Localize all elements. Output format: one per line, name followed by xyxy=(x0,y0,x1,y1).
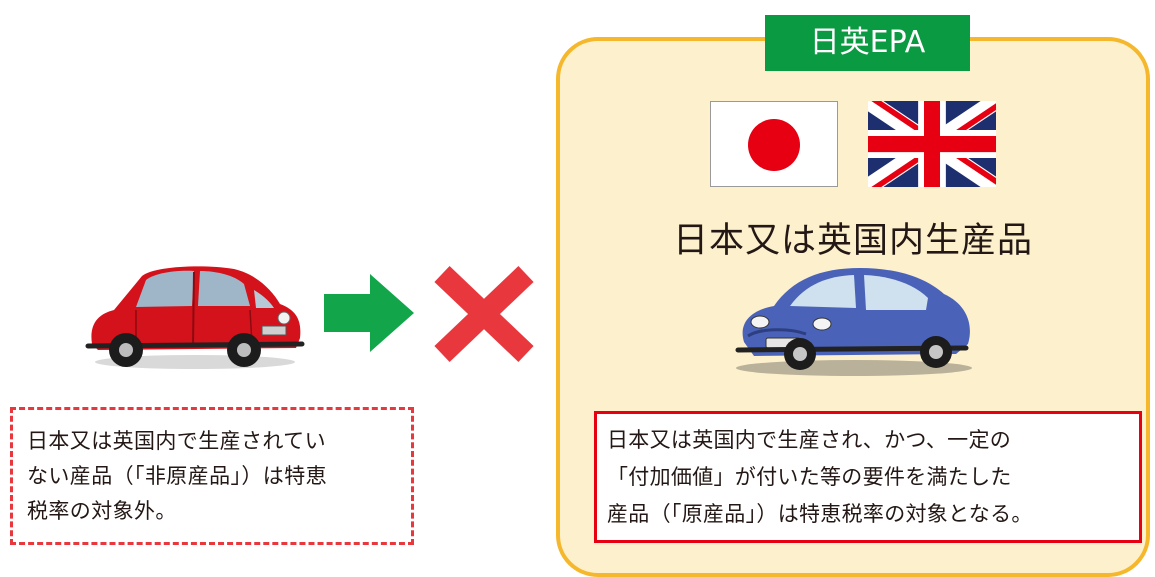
arrow-right-icon xyxy=(324,274,414,352)
origin-note-line: 産品（「原産品」）は特恵税率の対象となる。 xyxy=(607,502,1033,526)
origin-note-line: 「付加価値」が付いた等の要件を満たした xyxy=(607,465,1012,489)
origin-note-line: 日本又は英国内で生産され、かつ、一定の xyxy=(607,428,1012,452)
blue-car-icon xyxy=(735,268,972,376)
non-origin-note-line: ない産品（「非原産品」）は特恵 xyxy=(27,464,327,488)
uk-flag-icon xyxy=(868,101,996,187)
non-origin-note: 日本又は英国内で生産されてい ない産品（「非原産品」）は特恵 税率の対象外。 xyxy=(10,407,414,545)
epa-label: 日英EPA xyxy=(765,15,970,71)
japan-flag-icon xyxy=(710,101,838,187)
origin-note: 日本又は英国内で生産され、かつ、一定の 「付加価値」が付いた等の要件を満たした … xyxy=(594,411,1142,543)
non-origin-note-line: 税率の対象外。 xyxy=(27,499,177,523)
japan-flag-sun xyxy=(748,119,800,171)
non-origin-note-line: 日本又は英国内で生産されてい xyxy=(27,429,326,453)
epa-heading: 日本又は英国内生産品 xyxy=(672,221,1033,261)
cross-mark-icon xyxy=(434,266,534,362)
red-car-icon xyxy=(85,266,305,369)
